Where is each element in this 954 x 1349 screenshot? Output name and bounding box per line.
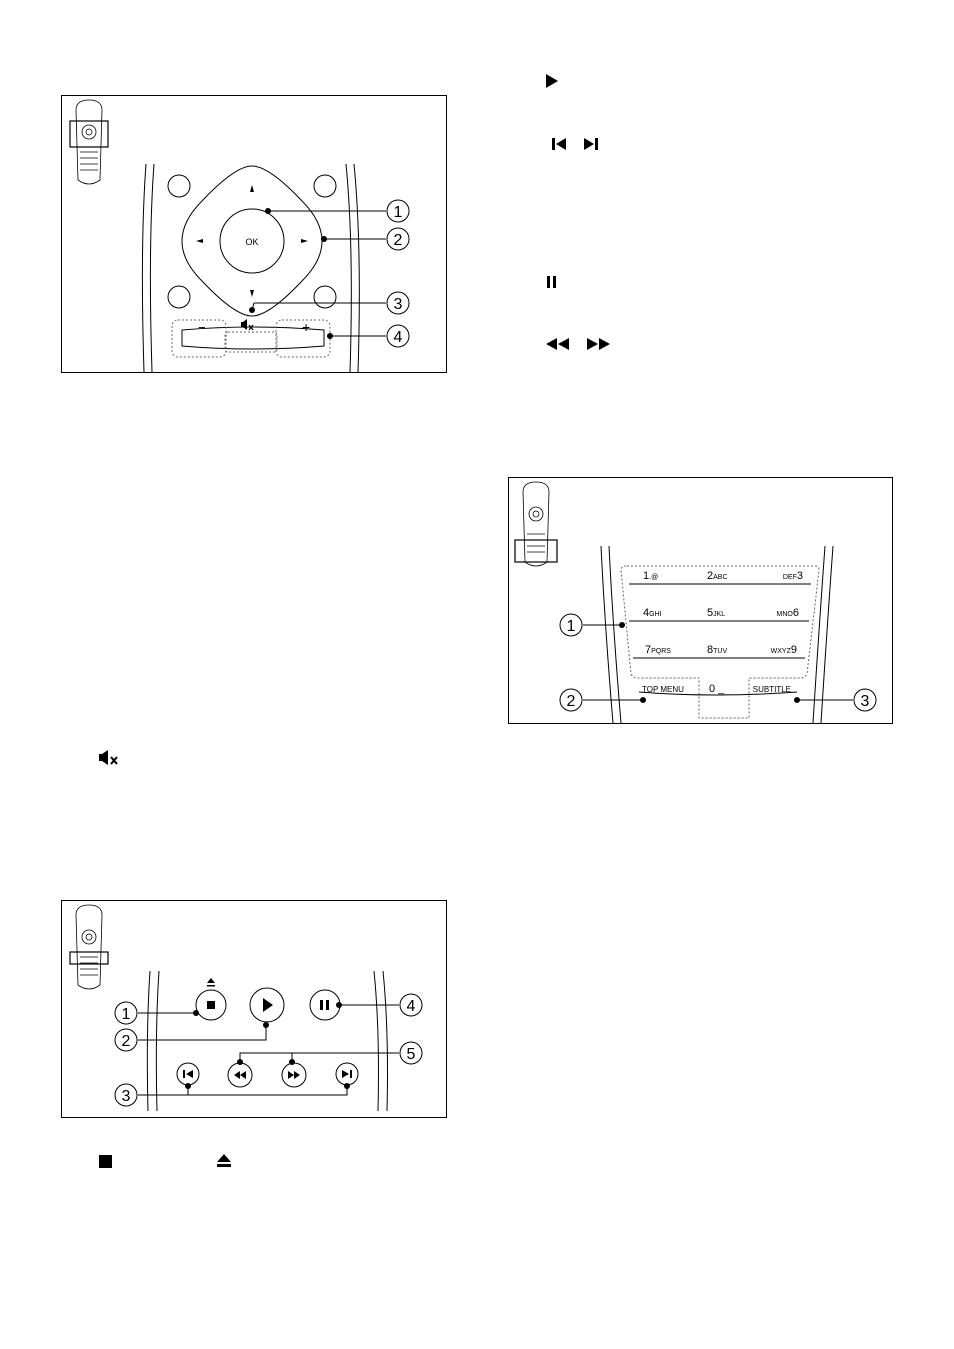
svg-text:3: 3	[394, 296, 403, 313]
ok-button-label: OK	[245, 237, 258, 247]
play-icon	[544, 73, 560, 89]
callout-3: 3	[115, 1084, 137, 1106]
navigation-buttons-figure: OK − + 1 2	[61, 95, 447, 373]
callout-4: 4	[387, 325, 409, 347]
remote-thumbnail	[515, 482, 557, 566]
next-icon	[582, 137, 600, 151]
key-2: 2ABC	[707, 570, 728, 582]
key-5: 5JKL	[707, 607, 725, 619]
volume-plus-label: +	[302, 319, 310, 335]
key-9: WXYZ9	[771, 644, 797, 656]
key-6: MNO6	[777, 607, 799, 619]
previous-icon	[551, 137, 569, 151]
callout-2: 2	[560, 689, 582, 711]
rewind-icon	[545, 337, 571, 351]
svg-text:1: 1	[394, 204, 403, 221]
svg-text:1: 1	[567, 618, 576, 635]
top-menu-label: TOP MENU	[642, 685, 684, 694]
callout-3: 3	[387, 292, 409, 314]
navigation-remote-drawing: OK − + 1 2	[62, 96, 446, 372]
svg-text:4: 4	[394, 329, 403, 346]
remote-thumbnail	[70, 905, 108, 989]
callout-1: 1	[387, 200, 409, 222]
callout-4: 4	[400, 994, 422, 1016]
callout-1: 1	[560, 614, 582, 636]
stop-icon	[98, 1154, 114, 1170]
subtitle-label: SUBTITLE	[753, 685, 791, 694]
key-1: 1.@	[643, 570, 658, 582]
svg-text:2: 2	[122, 1033, 131, 1050]
callout-3: 3	[854, 689, 876, 711]
eject-icon	[216, 1152, 232, 1168]
keypad-buttons-figure: 1.@ 2ABC DEF3 4GHI 5JKL MNO6 7PQRS 8TUV …	[508, 477, 893, 724]
key-3: DEF3	[783, 570, 803, 582]
playback-buttons-figure: 1 2 3 4 5	[61, 900, 447, 1118]
callout-2: 2	[115, 1029, 137, 1051]
key-7: 7PQRS	[645, 644, 671, 656]
svg-text:2: 2	[567, 693, 576, 710]
keypad-remote-drawing: 1.@ 2ABC DEF3 4GHI 5JKL MNO6 7PQRS 8TUV …	[509, 478, 892, 723]
playback-remote-drawing: 1 2 3 4 5	[62, 901, 446, 1117]
remote-mute-icon	[241, 319, 253, 330]
svg-text:3: 3	[861, 693, 870, 710]
remote-thumbnail	[70, 100, 108, 184]
pause-icon	[545, 275, 559, 289]
key-8: 8TUV	[707, 644, 727, 656]
svg-text:1: 1	[122, 1006, 131, 1023]
svg-text:5: 5	[407, 1046, 416, 1063]
svg-text:3: 3	[122, 1088, 131, 1105]
key-4: 4GHI	[643, 607, 662, 619]
callout-5: 5	[400, 1042, 422, 1064]
fast-forward-icon	[585, 337, 611, 351]
key-0: 0_	[709, 683, 725, 695]
mute-icon	[98, 750, 120, 766]
callout-1: 1	[115, 1002, 137, 1024]
svg-text:2: 2	[394, 232, 403, 249]
svg-text:4: 4	[407, 998, 416, 1015]
volume-minus-label: −	[198, 320, 206, 335]
callout-2: 2	[387, 228, 409, 250]
